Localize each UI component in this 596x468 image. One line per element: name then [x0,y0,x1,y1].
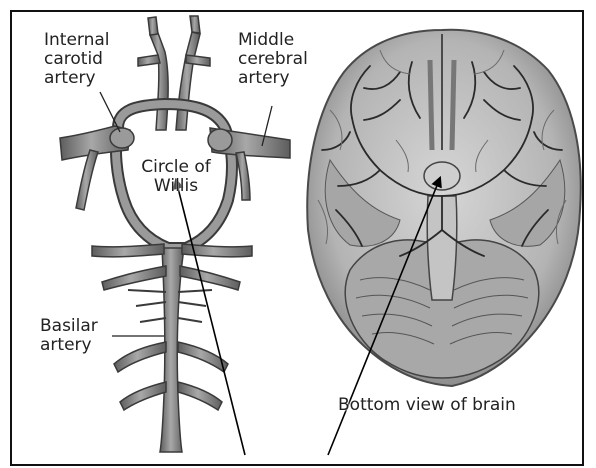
middle-cerebral-line-3: artery [238,69,308,88]
brain-bottom-view [307,30,581,386]
middle-cerebral-line-1: Middle [238,31,308,50]
basilar-line-2: artery [40,336,98,355]
circle-of-willis-arrow [176,180,245,455]
carotid-leader-line [100,92,120,132]
basilar-label: Basilar artery [40,317,98,355]
circle-of-willis-line-1: Circle of [128,158,224,177]
circle-of-willis-line-2: Willis [128,177,224,196]
internal-carotid-line-3: artery [44,69,110,88]
internal-carotid-line-1: Internal [44,31,110,50]
internal-carotid-label: Internal carotid artery [44,31,110,88]
basilar-line-1: Basilar [40,317,98,336]
middle-cerebral-line-2: cerebral [238,50,308,69]
internal-carotid-line-2: carotid [44,50,110,69]
bottom-view-label: Bottom view of brain [338,396,516,415]
circle-of-willis-label: Circle of Willis [128,158,224,196]
optic-chiasm [424,162,460,190]
middle-cerebral-label: Middle cerebral artery [238,31,308,88]
